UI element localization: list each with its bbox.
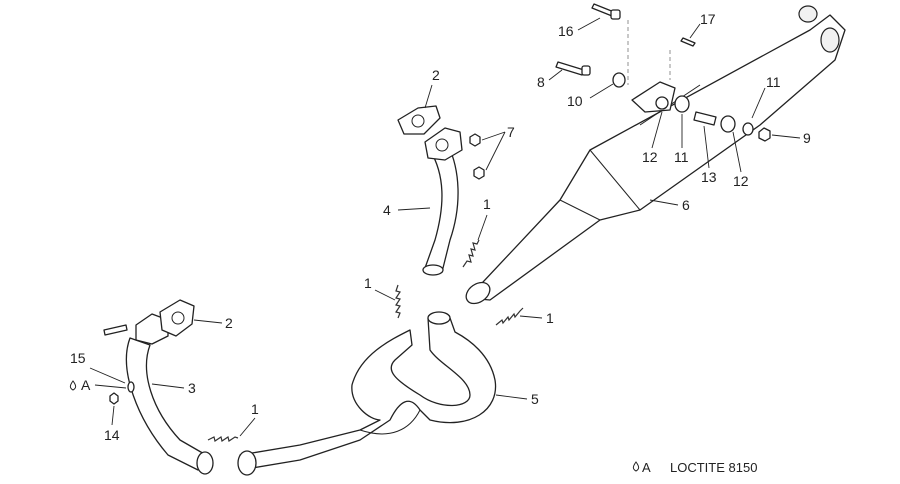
callout-9: 9 [803,130,811,146]
leader-lines [89,17,801,437]
callout-15: 15 [70,350,86,366]
callout-1-upper: 1 [483,196,491,212]
lower-pipe-part-3 [103,299,214,475]
callout-12-right: 12 [733,173,749,189]
callout-2-lower: 2 [225,315,233,331]
legend-text: LOCTITE 8150 [670,460,757,475]
collector-part-5 [237,311,497,476]
callout-7: 7 [507,124,515,140]
callout-13: 13 [701,169,717,185]
callout-4: 4 [383,202,391,218]
legend: A LOCTITE 8150 [632,460,757,475]
callout-2-upper: 2 [432,67,440,83]
callout-labels: 16 17 8 10 11 2 7 12 11 13 12 9 4 6 1 1 … [70,11,811,443]
callout-12-left: 12 [642,149,658,165]
drop-icon-legend [632,461,640,472]
upper-pipe-part-4 [422,127,463,276]
callout-17: 17 [700,11,716,27]
callout-1-middle: 1 [364,275,372,291]
drop-icon-callout [69,380,77,391]
springs-part-1 [207,239,524,442]
callout-8: 8 [537,74,545,90]
callout-16: 16 [558,23,574,39]
callout-6: 6 [682,197,690,213]
mount-hardware [555,3,771,142]
callout-11-top: 11 [766,74,781,90]
callout-A: A [81,377,91,393]
nuts-part-7 [469,133,485,180]
legend-symbol: A [642,460,651,475]
muffler-part-6 [465,5,846,305]
callout-11-bottom: 11 [674,149,689,165]
callout-1-right: 1 [546,310,554,326]
callout-1-lower: 1 [251,401,259,417]
callout-5: 5 [531,391,539,407]
callout-14: 14 [104,427,120,443]
callout-10: 10 [567,93,583,109]
callout-3: 3 [188,380,196,396]
upper-gasket-part-2 [397,105,441,135]
